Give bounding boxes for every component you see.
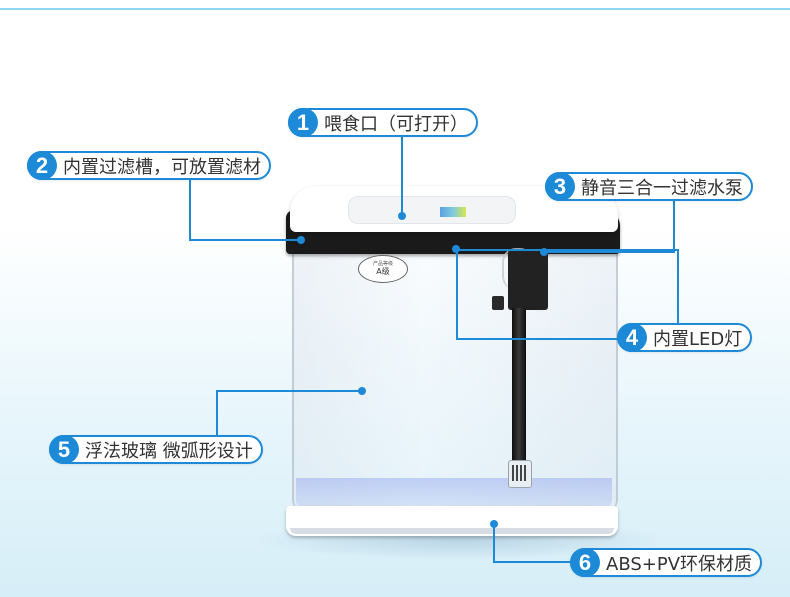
callout-text: 内置LED灯 <box>653 328 743 350</box>
leader-4-h2 <box>456 338 620 340</box>
leader-3-h <box>673 200 675 252</box>
leader-2-h <box>189 239 301 241</box>
callout-text: 喂食口（可打开） <box>324 113 468 135</box>
callout-number: 2 <box>27 151 57 180</box>
leader-5-h <box>216 390 362 392</box>
leader-3-h2 <box>544 251 675 253</box>
top-divider <box>0 8 790 10</box>
leader-4-dot <box>452 245 460 253</box>
leader-4-h <box>456 249 678 251</box>
callout-feeding-port: 1 喂食口（可打开） <box>288 108 478 137</box>
water-bottom <box>296 478 612 508</box>
leader-3-dot <box>540 248 548 256</box>
callout-float-glass: 5 浮法玻璃 微弧形设计 <box>49 435 263 464</box>
badge-line: 产品等级 <box>372 261 393 267</box>
lid-sticker <box>440 207 466 217</box>
callout-text: 浮法玻璃 微弧形设计 <box>85 440 253 462</box>
callout-led-light: 4 内置LED灯 <box>617 323 753 352</box>
callout-number: 5 <box>49 435 79 464</box>
callout-number: 1 <box>288 108 318 137</box>
leader-2-v <box>189 178 191 240</box>
callout-text: 静音三合一过滤水泵 <box>581 177 743 199</box>
leader-6-h <box>493 561 573 563</box>
glass-tank <box>292 238 618 510</box>
callout-material: 6 ABS+PV环保材质 <box>570 548 763 577</box>
leader-6-v <box>493 524 495 562</box>
pump-strainer <box>508 460 532 488</box>
callout-filter-slot: 2 内置过滤槽，可放置滤材 <box>27 151 271 180</box>
callout-number: 4 <box>617 323 647 352</box>
callout-text: 内置过滤槽，可放置滤材 <box>63 156 261 178</box>
leader-6-dot <box>490 520 498 528</box>
pump-outlet <box>492 296 504 310</box>
leader-2-dot <box>297 236 305 244</box>
leader-5-dot <box>358 387 366 395</box>
callout-number: 3 <box>545 172 575 201</box>
callout-filter-pump: 3 静音三合一过滤水泵 <box>545 172 753 201</box>
badge-grade: A级 <box>376 267 390 276</box>
filter-pump <box>508 250 548 310</box>
tank-base-edge <box>290 528 614 534</box>
leader-1-dot <box>398 212 406 220</box>
feeding-door <box>348 196 516 224</box>
grade-badge: 产品等级 A级 <box>358 255 408 283</box>
pump-pipe <box>512 308 526 476</box>
leader-5-v <box>216 390 218 438</box>
leader-4-v2 <box>677 249 679 323</box>
callout-number: 6 <box>570 548 600 577</box>
callout-text: ABS+PV环保材质 <box>606 553 753 575</box>
leader-4-v <box>456 249 458 339</box>
leader-1 <box>401 136 403 216</box>
